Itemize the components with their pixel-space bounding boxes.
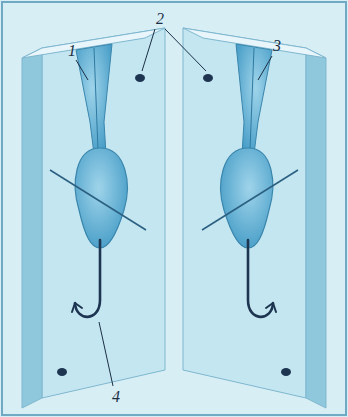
callout-number: 2 xyxy=(156,11,164,27)
left-mold-half xyxy=(22,28,165,408)
right-mold-half xyxy=(183,28,326,408)
callout-number: 3 xyxy=(273,38,281,54)
leader-lines xyxy=(76,29,272,386)
callout-number: 4 xyxy=(112,389,120,405)
frame xyxy=(2,2,346,415)
callout-number: 1 xyxy=(68,43,76,59)
